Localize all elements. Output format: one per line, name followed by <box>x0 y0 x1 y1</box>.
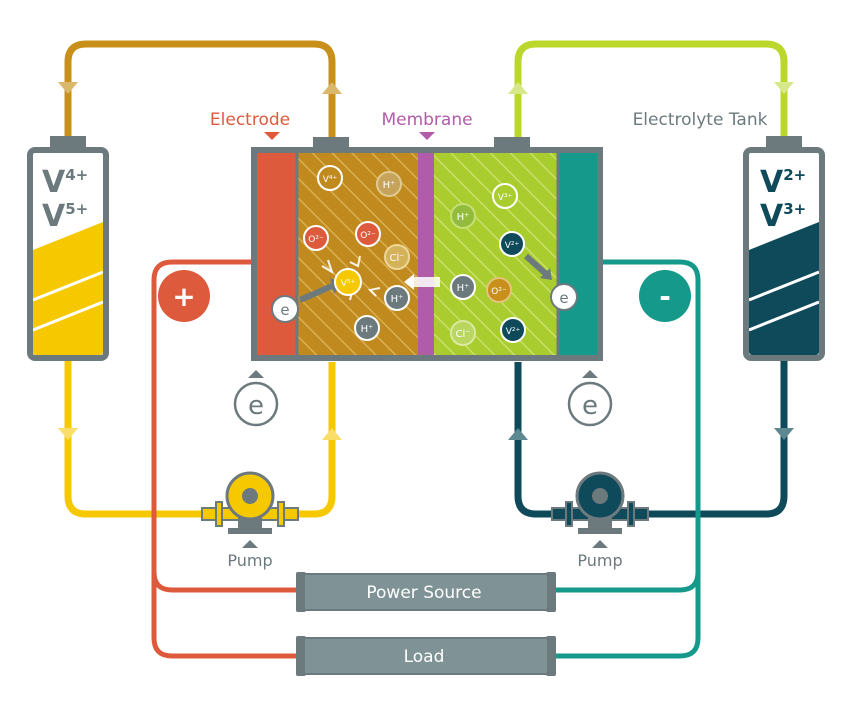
load-box: Load <box>296 636 556 676</box>
left-tank-v4-sup: 4+ <box>65 166 88 184</box>
svg-text:H⁺: H⁺ <box>391 294 404 305</box>
svg-text:V5+: V5+ <box>42 199 88 234</box>
membrane-pointer <box>419 132 435 140</box>
ion-v2-b: V²⁺ <box>500 317 526 343</box>
ion-v3: V³⁺ <box>492 183 518 209</box>
ion-v2-a: V²⁺ <box>499 231 525 257</box>
load-label: Load <box>404 647 445 667</box>
svg-text:O²⁻: O²⁻ <box>491 287 507 297</box>
svg-text:V⁴⁺: V⁴⁺ <box>323 175 338 185</box>
ion-o2-b: O²⁻ <box>355 221 381 247</box>
ion-cl-right: Cl⁻ <box>450 320 476 346</box>
negative-electrode <box>558 153 597 355</box>
tank-label: Electrolyte Tank <box>633 110 768 130</box>
cell <box>251 137 603 361</box>
left-tank-v5-base: V <box>42 199 66 234</box>
svg-text:H⁺: H⁺ <box>457 283 470 294</box>
svg-text:V3+: V3+ <box>760 199 806 234</box>
svg-text:O²⁻: O²⁻ <box>308 235 324 245</box>
right-tank-v3-sup: 3+ <box>783 200 806 218</box>
pump-left: Pump <box>201 471 299 570</box>
ion-h-mid-left: H⁺ <box>384 285 410 311</box>
left-tank: V4+ V5+ <box>27 136 109 361</box>
left-tank-v5-sup: 5+ <box>65 200 88 218</box>
svg-text:V²⁺: V²⁺ <box>506 327 521 337</box>
wire-red <box>151 259 302 659</box>
svg-text:V²⁺: V²⁺ <box>505 241 520 251</box>
right-tank: V2+ V3+ <box>743 136 825 361</box>
svg-text:V4+: V4+ <box>42 165 88 200</box>
svg-text:Cl⁻: Cl⁻ <box>389 253 404 264</box>
svg-text:H⁺: H⁺ <box>361 324 374 335</box>
svg-text:H⁺: H⁺ <box>457 212 470 223</box>
right-tank-v3-base: V <box>760 199 784 234</box>
svg-text:e: e <box>248 391 264 421</box>
electron-right: e <box>550 283 578 311</box>
pipe-lime <box>508 40 794 142</box>
pump-left-label: Pump <box>227 551 272 570</box>
ion-h-top-right: H⁺ <box>450 203 476 229</box>
power-source-box: Power Source <box>296 572 556 612</box>
svg-text:V³⁺: V³⁺ <box>498 193 513 203</box>
ion-v5: V⁵⁺ <box>334 268 362 296</box>
pipe-yellow <box>58 360 342 518</box>
electrode-label: Electrode <box>210 110 290 130</box>
electron-flow-right: e <box>567 370 613 427</box>
ion-h-top-left: H⁺ <box>376 171 402 197</box>
svg-text:H⁺: H⁺ <box>383 180 396 191</box>
power-source-label: Power Source <box>366 583 481 603</box>
ion-h-mid-right: H⁺ <box>450 274 476 300</box>
svg-text:V⁵⁺: V⁵⁺ <box>341 279 356 289</box>
svg-text:e: e <box>559 289 568 307</box>
right-tank-v2-base: V <box>760 165 784 200</box>
ion-v4: V⁴⁺ <box>317 165 343 191</box>
svg-text:O²⁻: O²⁻ <box>360 231 376 241</box>
electron-left: e <box>271 295 299 323</box>
ion-o2-a: O²⁻ <box>303 225 329 251</box>
ion-h-low-left: H⁺ <box>354 315 380 341</box>
negative-half-cell <box>434 153 558 355</box>
pump-right: Pump <box>551 471 649 570</box>
electron-flow-left: e <box>233 370 279 427</box>
pipe-navy <box>508 360 794 518</box>
ion-cl-left: Cl⁻ <box>384 244 410 270</box>
membrane <box>418 153 434 355</box>
ion-o2-right: O²⁻ <box>486 277 512 303</box>
negative-badge: - <box>639 270 691 322</box>
svg-text:Cl⁻: Cl⁻ <box>455 329 470 340</box>
pipe-copper <box>58 40 342 142</box>
membrane-label: Membrane <box>381 110 472 130</box>
svg-text:-: - <box>659 280 671 313</box>
svg-text:V2+: V2+ <box>760 165 806 200</box>
svg-text:+: + <box>172 280 195 313</box>
positive-electrode <box>257 153 297 355</box>
wire-teal <box>552 259 701 659</box>
electrode-pointer <box>264 132 280 140</box>
svg-text:e: e <box>280 301 289 319</box>
positive-badge: + <box>158 270 210 322</box>
right-tank-v2-sup: 2+ <box>783 166 806 184</box>
svg-text:e: e <box>582 391 598 421</box>
pump-right-label: Pump <box>577 551 622 570</box>
left-tank-v4-base: V <box>42 165 66 200</box>
